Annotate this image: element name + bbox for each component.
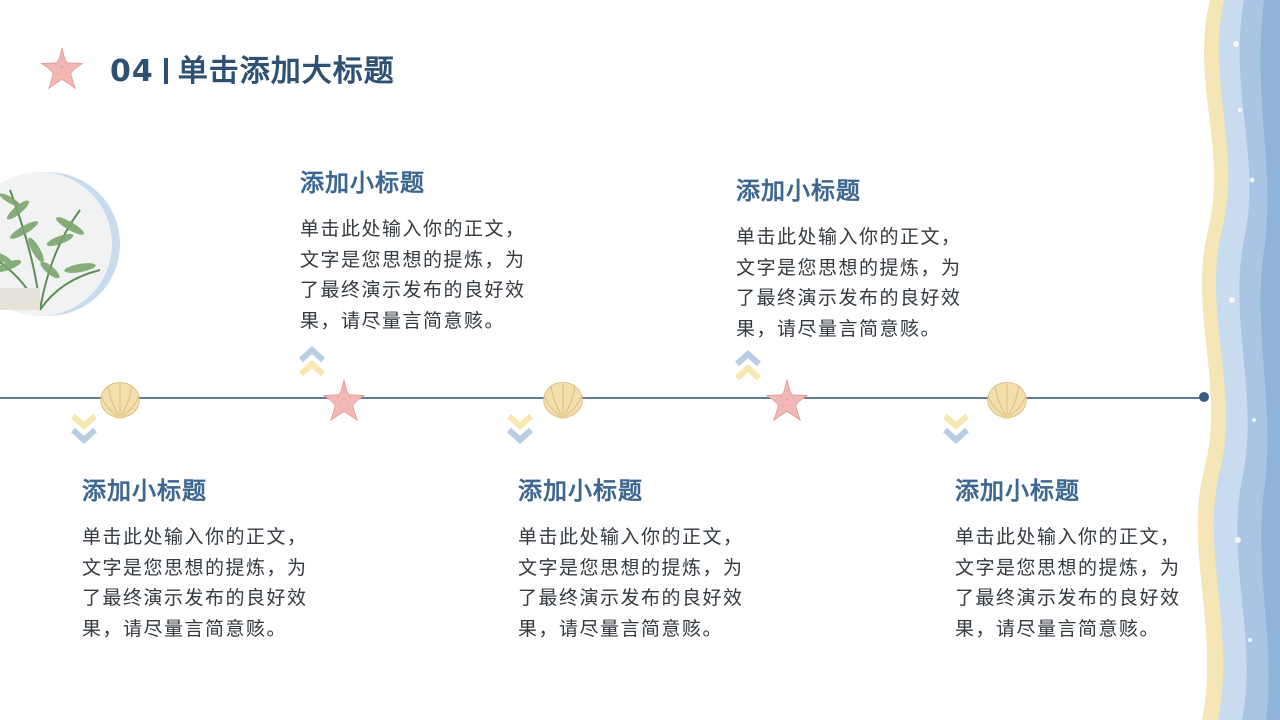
body-line: 文字是您思想的提炼，为 [736, 256, 962, 279]
chevron-down-icon [69, 410, 99, 444]
item-body: 单击此处输入你的正文， 文字是您思想的提炼，为 了最终演示发布的良好效 果，请尽… [736, 222, 1016, 344]
item-title: 添加小标题 [955, 477, 1080, 505]
body-line: 单击此处输入你的正文， [82, 526, 308, 548]
timeline-item: 添加小标题 单击此处输入你的正文， 文字是您思想的提炼，为 了最终演示发布的良好… [300, 163, 580, 336]
body-line: 果，请尽量言简意赅。 [518, 617, 724, 640]
chevron-down-icon [941, 410, 971, 444]
item-body: 单击此处输入你的正文， 文字是您思想的提炼，为 了最终演示发布的良好效 果，请尽… [300, 214, 580, 336]
page-title: 04 单击添加大标题 [110, 46, 395, 90]
body-line: 单击此处输入你的正文， [518, 526, 744, 548]
chevron-up-icon [297, 346, 327, 380]
section-number: 04 [110, 54, 154, 89]
body-line: 果，请尽量言简意赅。 [82, 617, 288, 640]
body-line: 文字是您思想的提炼，为 [300, 248, 526, 271]
body-line: 单击此处输入你的正文， [736, 226, 962, 248]
starfish-icon [322, 378, 366, 422]
item-title: 添加小标题 [518, 477, 643, 505]
body-line: 了最终演示发布的良好效 [955, 587, 1181, 609]
item-body: 单击此处输入你的正文， 文字是您思想的提炼，为 了最终演示发布的良好效 果，请尽… [955, 522, 1235, 644]
body-line: 果，请尽量言简意赅。 [955, 617, 1161, 640]
seashell-icon [97, 376, 143, 422]
timeline-item: 添加小标题 单击此处输入你的正文， 文字是您思想的提炼，为 了最终演示发布的良好… [736, 171, 1016, 344]
body-line: 了最终演示发布的良好效 [736, 287, 962, 309]
body-line: 了最终演示发布的良好效 [300, 279, 526, 301]
timeline-item: 添加小标题 单击此处输入你的正文， 文字是您思想的提炼，为 了最终演示发布的良好… [518, 471, 798, 644]
timeline-item: 添加小标题 单击此处输入你的正文， 文字是您思想的提炼，为 了最终演示发布的良好… [955, 471, 1235, 644]
starfish-icon [765, 378, 809, 422]
title-separator [163, 58, 168, 84]
body-line: 单击此处输入你的正文， [955, 526, 1181, 548]
title-text: 单击添加大标题 [177, 54, 395, 89]
body-line: 果，请尽量言简意赅。 [300, 309, 506, 332]
body-line: 单击此处输入你的正文， [300, 218, 526, 240]
seashell-icon [984, 376, 1030, 422]
item-body: 单击此处输入你的正文， 文字是您思想的提炼，为 了最终演示发布的良好效 果，请尽… [518, 522, 798, 644]
body-line: 文字是您思想的提炼，为 [518, 556, 744, 579]
timeline-line [0, 397, 1204, 399]
starfish-icon [40, 46, 84, 90]
item-title: 添加小标题 [736, 177, 861, 205]
body-line: 了最终演示发布的良好效 [82, 587, 308, 609]
body-line: 了最终演示发布的良好效 [518, 587, 744, 609]
timeline-item: 添加小标题 单击此处输入你的正文， 文字是您思想的提炼，为 了最终演示发布的良好… [82, 471, 362, 644]
seashell-icon [540, 376, 586, 422]
chevron-down-icon [505, 410, 535, 444]
item-title: 添加小标题 [300, 169, 425, 197]
timeline-end-dot [1199, 392, 1209, 402]
body-line: 文字是您思想的提炼，为 [82, 556, 308, 579]
chevron-up-icon [733, 350, 763, 384]
item-body: 单击此处输入你的正文， 文字是您思想的提炼，为 了最终演示发布的良好效 果，请尽… [82, 522, 362, 644]
body-line: 果，请尽量言简意赅。 [736, 317, 942, 340]
item-title: 添加小标题 [82, 477, 207, 505]
body-line: 文字是您思想的提炼，为 [955, 556, 1181, 579]
ocean-wave-decoration [1197, 0, 1280, 720]
fern-plant-image [0, 172, 120, 316]
